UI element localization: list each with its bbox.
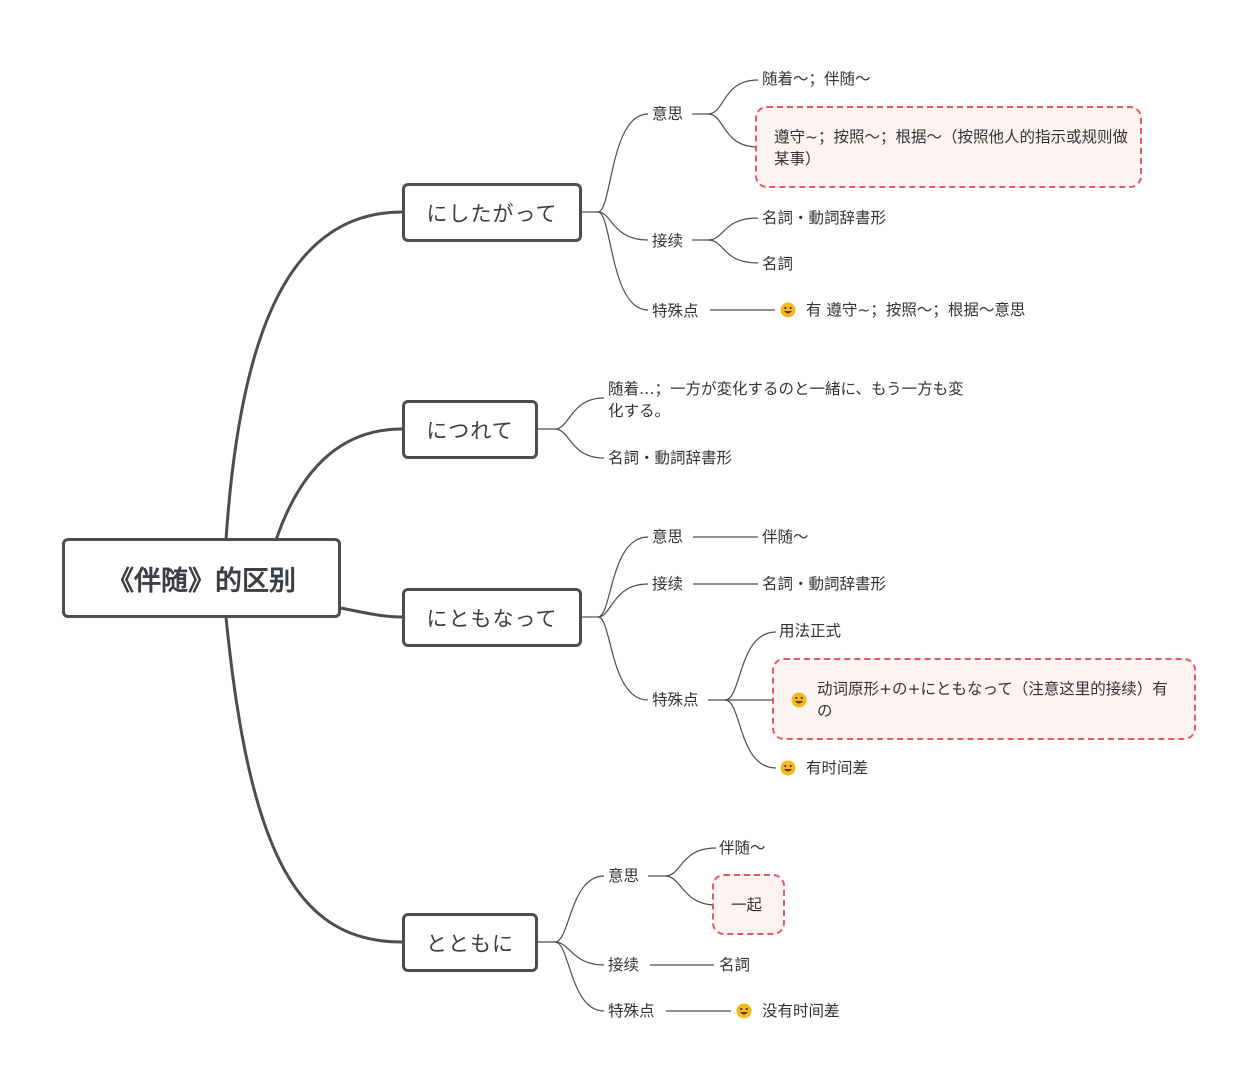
leaf-item[interactable]: 随着～；伴随～: [760, 68, 873, 90]
leaf-item-text: 有 遵守~；按照～；根据～意思: [806, 301, 1026, 319]
grinning-face-icon: [780, 760, 796, 776]
connector-root-branch-1: [224, 210, 403, 541]
grinning-face-icon: [791, 692, 807, 708]
connector-root-branch-3: [340, 606, 403, 619]
leaf-item[interactable]: 伴随～: [717, 837, 768, 859]
leaf-item[interactable]: 名詞・動詞辞書形: [760, 573, 889, 595]
subtopic-special[interactable]: 特殊点: [650, 689, 701, 711]
leaf-item-text: 没有时间差: [762, 1002, 840, 1020]
leaf-item[interactable]: 名詞: [760, 253, 796, 275]
branch-topic-nishitagatte[interactable]: にしたがって: [402, 183, 582, 242]
connector-root-branch-4: [224, 616, 403, 944]
leaf-item-with-emoji[interactable]: 有时间差: [778, 757, 871, 779]
branch-topic-totomoni[interactable]: とともに: [402, 913, 538, 972]
connector-root-branch-2: [274, 427, 403, 541]
root-topic[interactable]: 《伴随》的区别: [62, 538, 341, 618]
leaf-item-text: 动词原形+の+にともなって（注意这里的接续）有の: [817, 680, 1168, 720]
subtopic-meaning[interactable]: 意思: [650, 103, 686, 125]
branch-topic-label: にともなって: [426, 606, 558, 631]
highlight-box: [755, 106, 1142, 188]
root-topic-label: 《伴随》的区别: [107, 565, 296, 597]
grinning-face-icon: [780, 302, 796, 318]
leaf-item[interactable]: 伴随～: [760, 526, 811, 548]
leaf-item[interactable]: 随着…；一方が変化するのと一緒に、もう一方も変化する。: [606, 378, 968, 422]
leaf-item-highlighted[interactable]: 动词原形+の+にともなって（注意这里的接续）有の: [789, 678, 1175, 722]
branch-topic-nitsurete[interactable]: につれて: [402, 400, 538, 459]
subtopic-special[interactable]: 特殊点: [606, 1000, 657, 1022]
leaf-item-highlighted[interactable]: 一起: [731, 896, 763, 914]
leaf-item[interactable]: 名詞: [717, 954, 753, 976]
leaf-item-highlighted[interactable]: 遵守~；按照～；根据～（按照他人的指示或规则做某事）: [774, 128, 1128, 168]
branch-topic-nitomonatte[interactable]: にともなって: [402, 588, 582, 647]
subtopic-special[interactable]: 特殊点: [650, 300, 701, 322]
leaf-item-with-emoji[interactable]: 没有时间差: [734, 1000, 842, 1022]
subtopic-connection[interactable]: 接续: [606, 954, 642, 976]
subtopic-meaning[interactable]: 意思: [650, 526, 686, 548]
leaf-item-with-emoji[interactable]: 有 遵守~；按照～；根据～意思: [778, 299, 1028, 321]
grinning-face-icon: [736, 1003, 752, 1019]
subtopic-connection[interactable]: 接续: [650, 573, 686, 595]
leaf-item[interactable]: 名詞・動詞辞書形: [606, 447, 735, 469]
leaf-item[interactable]: 名詞・動詞辞書形: [760, 207, 889, 229]
branch-topic-label: につれて: [426, 418, 514, 443]
leaf-item-text: 有时间差: [806, 759, 869, 777]
branch-topic-label: にしたがって: [426, 201, 558, 226]
branch-topic-label: とともに: [426, 931, 514, 956]
subtopic-meaning[interactable]: 意思: [606, 865, 642, 887]
subtopic-connection[interactable]: 接续: [650, 230, 686, 252]
highlight-box: [712, 874, 785, 935]
highlight-box: [772, 658, 1196, 740]
leaf-item[interactable]: 用法正式: [777, 620, 844, 642]
